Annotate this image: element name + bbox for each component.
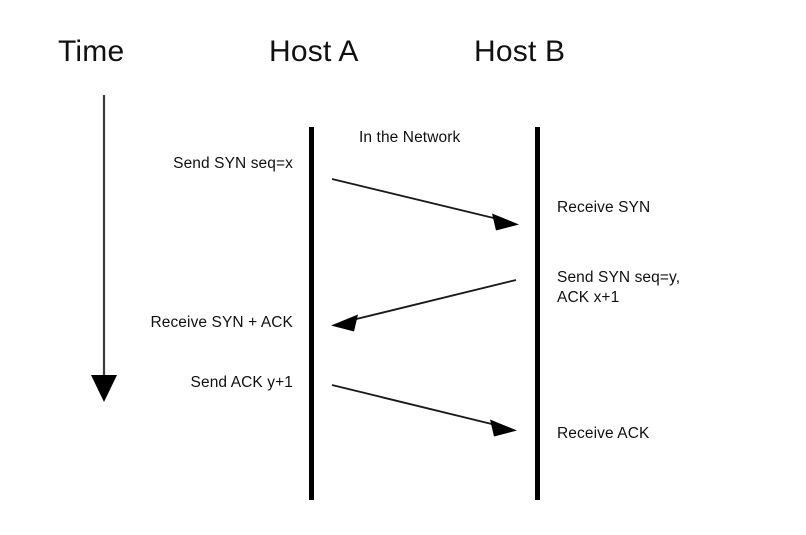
in-the-network-label: In the Network: [359, 129, 461, 146]
message-synack-arrow: [331, 279, 517, 332]
message-synack-send-label-line1: Send SYN seq=y,: [557, 269, 681, 286]
message-ack-arrow: [331, 384, 517, 437]
host-b-lifeline: [535, 127, 540, 500]
time-axis-title: Time: [58, 35, 125, 68]
host-a-title: Host A: [269, 35, 359, 68]
message-ack-receive-label: Receive ACK: [557, 425, 650, 442]
message-syn-arrow: [331, 178, 519, 231]
message-syn-receive-label: Receive SYN: [557, 199, 651, 216]
message-synack-receive-label: Receive SYN + ACK: [150, 314, 293, 331]
host-b-title: Host B: [474, 35, 566, 68]
message-ack-send-label: Send ACK y+1: [190, 374, 293, 391]
host-a-lifeline: [309, 127, 314, 500]
time-axis-arrow: [91, 95, 117, 402]
message-synack-send-label-line2: ACK x+1: [557, 289, 620, 306]
message-syn-send-label: Send SYN seq=x: [173, 155, 293, 172]
